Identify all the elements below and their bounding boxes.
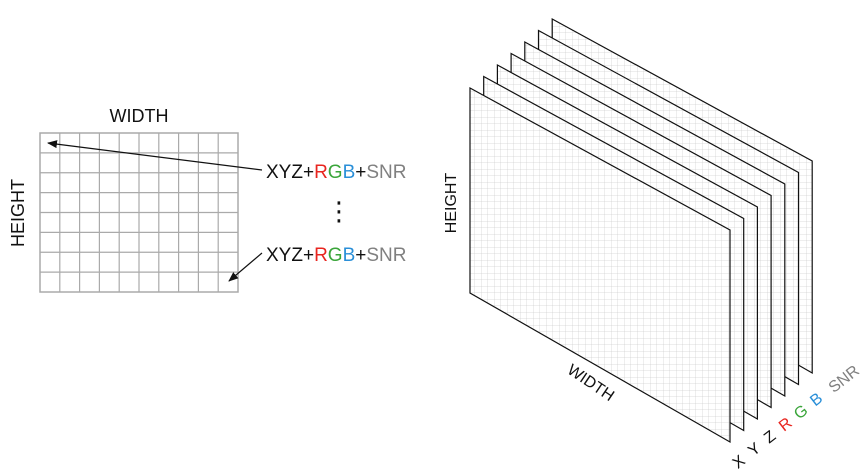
channel-plane-stack <box>469 17 813 444</box>
image-height-label: HEIGHT <box>8 179 28 247</box>
channel-label-r: R <box>776 415 796 436</box>
channel-plane-x <box>469 86 731 444</box>
channel-label-z: Z <box>761 428 779 448</box>
pixel-label-last-r: R <box>314 245 328 266</box>
pixel-label-last-plus: + <box>355 245 366 266</box>
channel-label-x: X <box>730 452 749 472</box>
pixel-label-first-r: R <box>314 162 328 183</box>
channel-label-snr: SNR <box>826 362 860 396</box>
pixel-label-last-xyz: XYZ+ <box>266 245 314 266</box>
pixel-label-last-snr: SNR <box>366 245 406 266</box>
channel-label-b: B <box>807 390 826 410</box>
channel-label-y: Y <box>745 440 764 460</box>
image-grid-lines <box>40 133 238 292</box>
arrow-to-first-pixel <box>47 140 263 171</box>
pixel-label-first-snr: SNR <box>366 162 406 183</box>
pixel-label-ellipsis: ⋮ <box>326 196 352 226</box>
pixel-label-first: XYZ+RGB+SNR <box>266 162 407 183</box>
pixel-label-first-b: B <box>343 162 356 183</box>
pixel-label-last: XYZ+RGB+SNR <box>266 245 407 266</box>
stack-height-label: HEIGHT <box>443 173 460 234</box>
pixel-label-first-g: G <box>328 162 343 183</box>
channel-label-g: G <box>791 402 811 423</box>
pixel-label-last-g: G <box>328 245 343 266</box>
pixel-label-last-b: B <box>343 245 356 266</box>
image-pixel-grid <box>39 132 239 293</box>
image-width-label: WIDTH <box>110 106 169 126</box>
pixel-label-first-plus: + <box>355 162 366 183</box>
pixel-label-first-xyz: XYZ+ <box>266 162 314 183</box>
arrow-to-last-pixel <box>228 252 263 282</box>
